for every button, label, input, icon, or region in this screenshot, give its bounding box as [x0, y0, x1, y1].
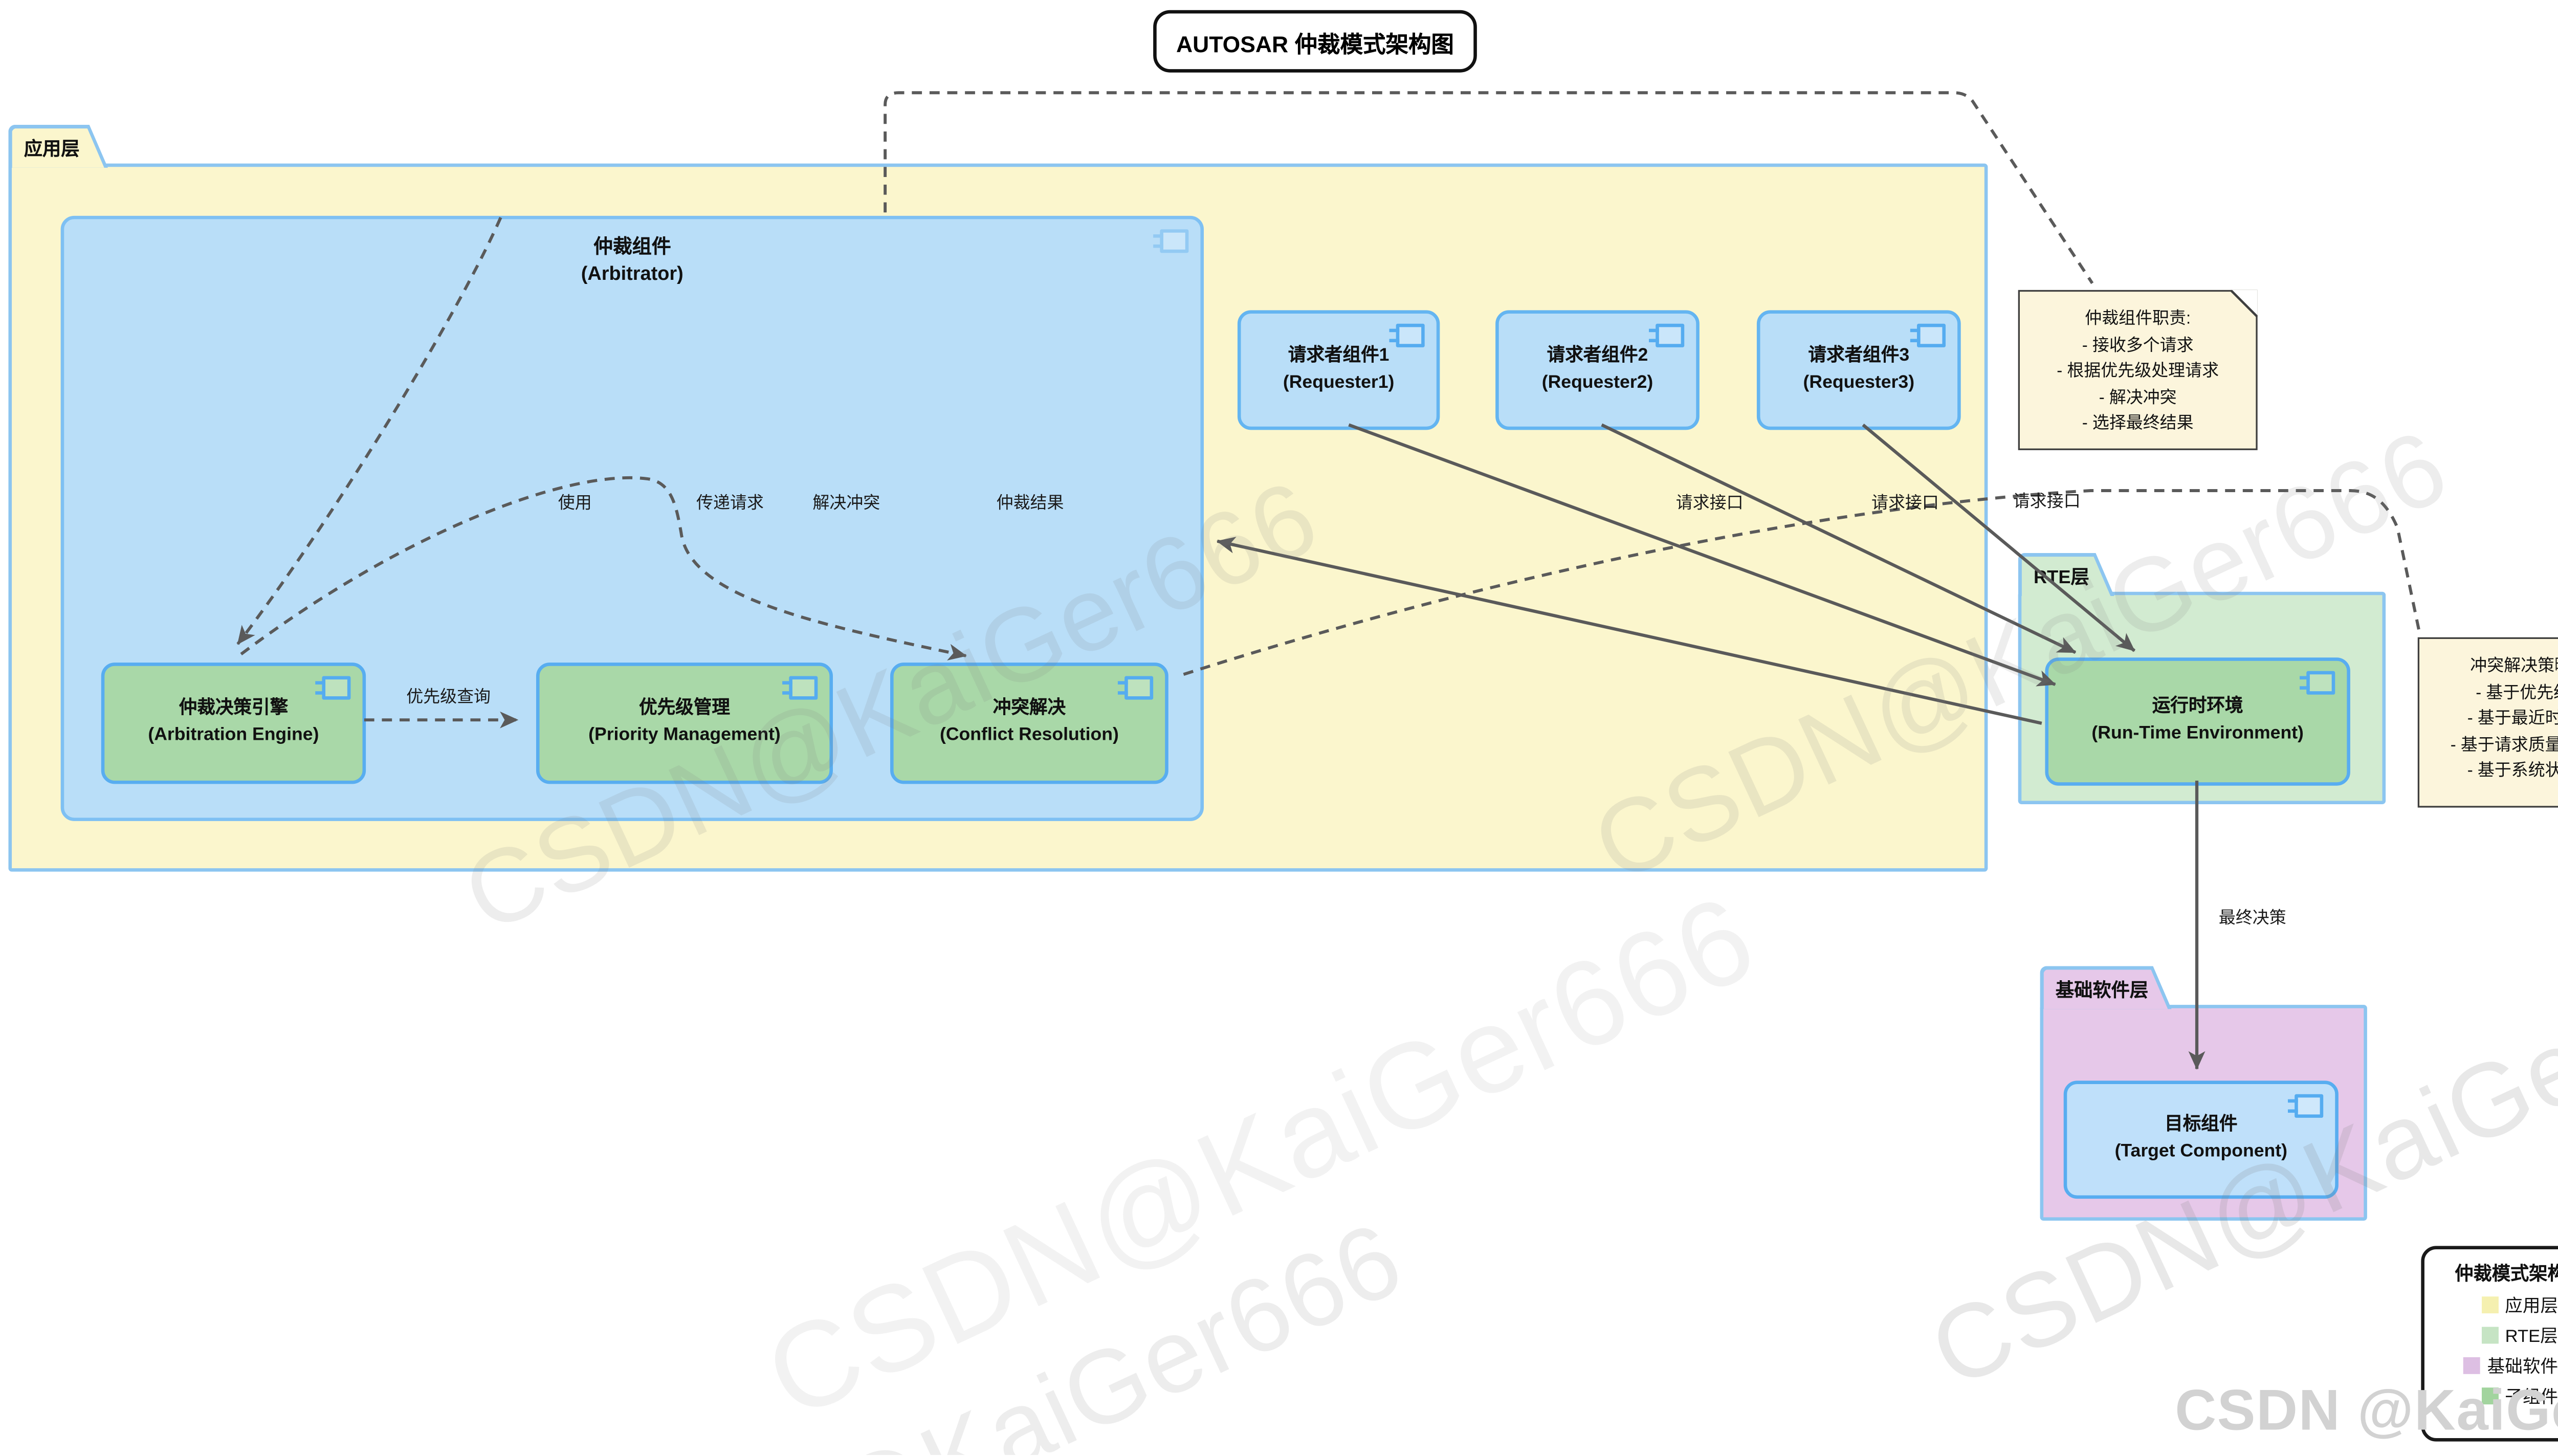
legend-title: 仲裁模式架构图 [2455, 1264, 2558, 1285]
runtime-environment-component: 运行时环境 (Run-Time Environment) [2045, 657, 2350, 786]
priority-management-component: 优先级管理 (Priority Management) [536, 663, 833, 784]
arbitration-engine-component: 仲裁决策引擎 (Arbitration Engine) [101, 663, 366, 784]
diagram-title: AUTOSAR 仲裁模式架构图 [1153, 10, 1477, 73]
watermark: CSDN@KaiGer666 [747, 870, 1775, 1446]
legend-swatch-rte [2481, 1327, 2499, 1344]
edge-label-use: 使用 [558, 495, 592, 514]
component-icon [2287, 1094, 2324, 1118]
conflict-resolution-component: 冲突解决 (Conflict Resolution) [890, 663, 1168, 784]
edge-label-request-interface-1: 请求接口 [1675, 495, 1744, 514]
edge-label-request-interface-2: 请求接口 [1871, 495, 1939, 514]
requester3-component: 请求者组件3 (Requester3) [1756, 310, 1961, 430]
arbitrator-subname: (Arbitrator) [581, 264, 683, 285]
target-component: 目标组件 (Target Component) [2063, 1080, 2339, 1199]
legend-item-rte: RTE层 [2424, 1320, 2558, 1350]
component-icon [782, 676, 818, 700]
note-arbitrator-responsibilities: 仲裁组件职责: - 接收多个请求 - 根据优先级处理请求 - 解决冲突 - 选择… [2018, 290, 2258, 450]
component-icon [1648, 323, 1685, 347]
arbitrator-name: 仲裁组件 [593, 237, 671, 258]
legend-item-subcomponent: 子组件 [2424, 1381, 2558, 1411]
requester2-component: 请求者组件2 (Requester2) [1495, 310, 1700, 430]
legend-swatch-subcomponent [2481, 1387, 2499, 1405]
legend-swatch-application [2481, 1296, 2499, 1314]
note-fold-icon [2231, 290, 2258, 317]
legend: 仲裁模式架构图 应用层 RTE层 基础软件层 子组件 [2421, 1246, 2558, 1442]
legend-item-application: 应用层 [2424, 1290, 2558, 1320]
application-layer-tab: 应用层 [8, 125, 107, 168]
component-icon [2300, 671, 2335, 695]
requester1-component: 请求者组件1 (Requester1) [1237, 310, 1440, 430]
arbitrator-title: 仲裁组件 (Arbitrator) [64, 234, 1200, 289]
watermark: CSDN@KaiGer666 [532, 1201, 1420, 1455]
rte-layer-tab: RTE层 [2018, 553, 2114, 596]
bsw-layer-tab: 基础软件层 [2040, 966, 2172, 1009]
legend-swatch-bsw [2463, 1357, 2481, 1374]
component-icon [315, 676, 351, 700]
rte-layer-label: RTE层 [2033, 568, 2089, 588]
edge-label-request-interface-3: 请求接口 [2013, 493, 2081, 512]
edge-label-priority-query: 优先级查询 [406, 689, 491, 708]
legend-item-bsw: 基础软件层 [2424, 1351, 2558, 1381]
edge-label-pass-request: 传递请求 [696, 495, 764, 514]
component-icon [1117, 676, 1154, 700]
edge-label-final-decision: 最终决策 [2218, 909, 2286, 929]
note-conflict-strategies: 冲突解决策略: - 基于优先级 - 基于最近时间 - 基于请求质量指标 - 基于… [2417, 637, 2558, 808]
component-icon [1389, 323, 1425, 347]
component-icon [1910, 323, 1946, 347]
application-layer-label: 应用层 [24, 140, 80, 160]
edge-label-resolve-conflict: 解决冲突 [812, 495, 880, 514]
bsw-layer-label: 基础软件层 [2055, 981, 2149, 1002]
edge-label-arbitration-result: 仲裁结果 [996, 495, 1064, 514]
